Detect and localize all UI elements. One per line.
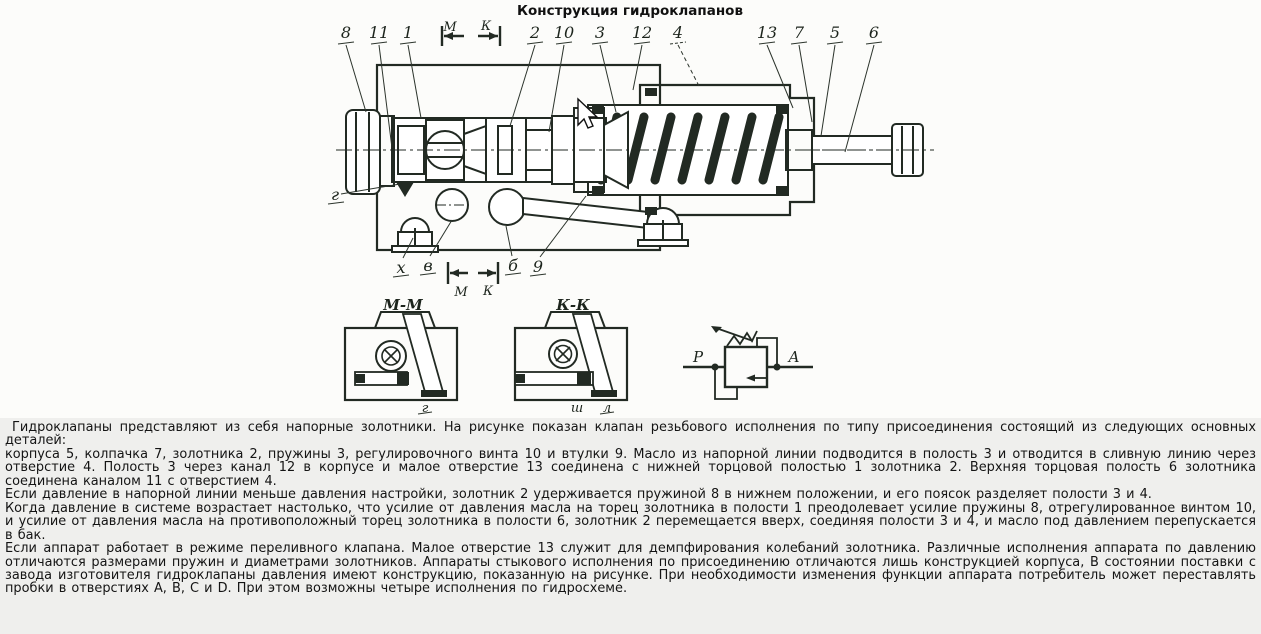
section-mark-m-top: М <box>442 20 457 35</box>
schematic-port-a: A <box>787 348 800 366</box>
section-marks-bottom <box>446 262 500 284</box>
callout-6: 6 <box>869 23 879 42</box>
callout-5: 5 <box>830 23 840 42</box>
seal-rings <box>592 88 787 215</box>
lower-channels <box>396 182 649 230</box>
description-paragraph: Когда давление в системе возрастает наст… <box>5 500 1256 543</box>
section-mm-label: г <box>422 401 429 416</box>
callout-g: г <box>331 185 339 204</box>
section-kk-label-2: л <box>603 401 611 416</box>
callout-10: 10 <box>554 23 574 42</box>
description-text: Гидроклапаны представляют из себя напорн… <box>0 418 1261 634</box>
callout-3: 3 <box>595 23 605 42</box>
schematic-port-p: P <box>692 348 704 366</box>
section-marks-top <box>440 26 502 46</box>
hydraulic-schematic: P A <box>683 326 813 400</box>
callout-11: 11 <box>369 23 389 42</box>
callout-2: 2 <box>529 23 540 42</box>
callout-9: 9 <box>533 257 543 276</box>
callout-13: 13 <box>757 23 777 42</box>
callout-4: 4 <box>672 23 683 42</box>
section-mm-title: М-М <box>382 296 423 314</box>
callout-v: в <box>423 256 432 275</box>
description-paragraph: Если аппарат работает в режиме переливно… <box>5 541 1256 597</box>
callout-7: 7 <box>794 23 805 42</box>
section-view-mm: М-М г <box>343 296 459 416</box>
callout-b: б <box>508 256 518 275</box>
callout-12: 12 <box>632 23 652 42</box>
bottom-callouts: г х в б 9 М К <box>327 183 587 300</box>
section-view-kk: К-К ш л <box>513 296 629 416</box>
description-paragraph: Если давление в напорной линии меньше да… <box>5 487 1152 503</box>
main-cross-section <box>336 63 934 253</box>
section-mark-m-bottom: М <box>453 285 468 300</box>
bottom-plugs <box>391 207 689 253</box>
drawing-title: Конструкция гидроклапанов <box>517 3 743 19</box>
spring <box>596 112 784 185</box>
section-kk-title: К-К <box>555 296 590 314</box>
left-plug <box>345 109 395 195</box>
valve-drawing: Конструкция гидроклапанов <box>327 3 934 416</box>
top-callouts: 8 11 1 2 10 3 12 4 13 7 5 6 М К <box>337 19 883 153</box>
callout-8: 8 <box>341 23 351 42</box>
valve-cap <box>638 83 816 217</box>
mouse-cursor-icon <box>577 97 599 129</box>
callout-1: 1 <box>403 23 413 42</box>
spring-arrow-icon <box>715 327 758 347</box>
section-mark-k-top: К <box>480 19 492 34</box>
section-mark-k-bottom: К <box>482 284 494 299</box>
section-kk-label-1: ш <box>571 401 583 416</box>
description-paragraph: корпуса 5, колпачка 7, золотника 2, пруж… <box>5 446 1256 489</box>
callout-x: х <box>396 258 405 277</box>
description-paragraph: Гидроклапаны представляют из себя напорн… <box>5 420 1256 449</box>
